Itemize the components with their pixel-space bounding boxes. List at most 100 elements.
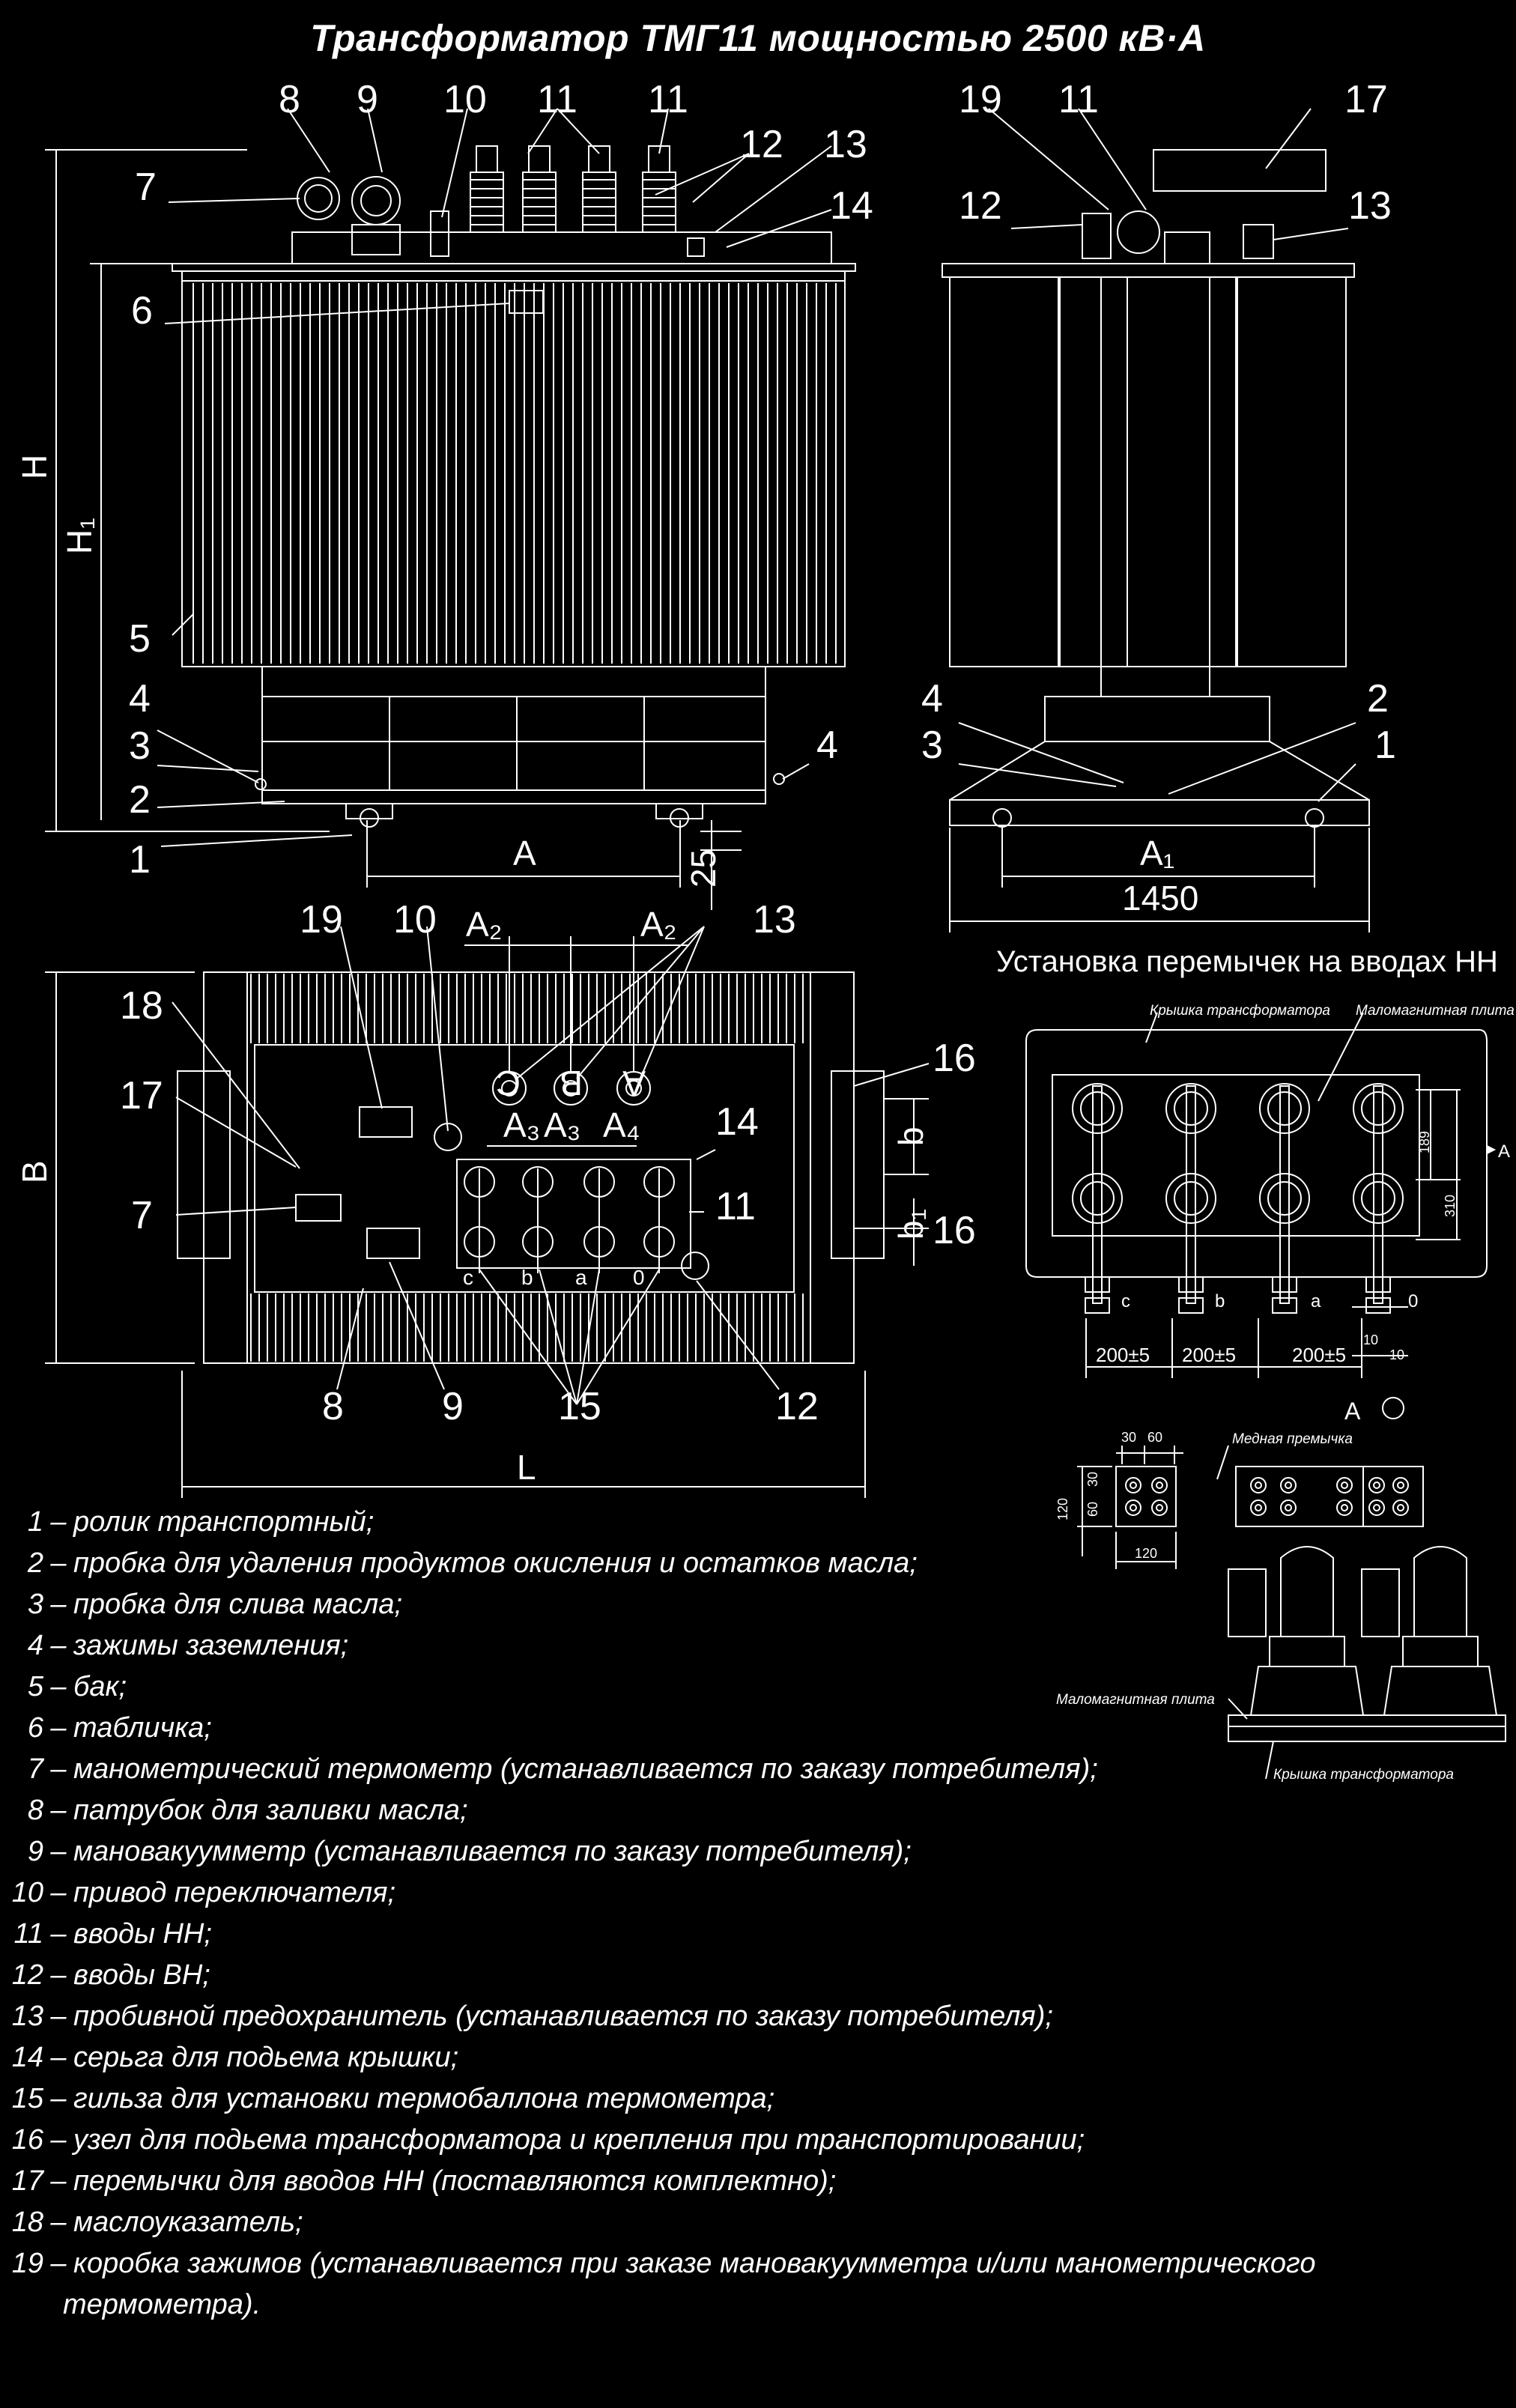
dim-1450: 1450 [1122, 879, 1198, 918]
legend-item-text: гильза для установки термобаллона термом… [73, 2083, 775, 2114]
side-wheel-right [1305, 808, 1324, 828]
dim-b: b [891, 1126, 930, 1146]
callout-12-side: 12 [959, 184, 1002, 228]
legend-item-dash: – [50, 2001, 67, 2032]
jumper-bar [1279, 1085, 1290, 1304]
legend-item: 16–узел для подьема трансформатора и кре… [0, 2120, 1423, 2161]
jumper-view [1025, 1012, 1497, 1378]
callout-19-side: 19 [959, 78, 1002, 121]
legend-item-text: табличка; [73, 1712, 212, 1744]
jumper-nut [1085, 1276, 1110, 1293]
callout-1-front: 1 [129, 838, 151, 882]
callout-4-front: 4 [129, 677, 151, 721]
legend-item-text: пробивной предохранитель (устанавливаетс… [73, 2001, 1053, 2032]
phase-b-plan: b [521, 1266, 533, 1289]
jumper-bushing-inner [1361, 1091, 1395, 1126]
phase-C: C [496, 1064, 521, 1103]
legend-item-dash: – [50, 1836, 67, 1867]
legend-continuation: термометра). [63, 2289, 261, 2320]
legend-item-text: коробка зажимов (устанавливается при зак… [73, 2248, 1316, 2279]
legend-item-dash: – [50, 2248, 67, 2279]
phase-0-plan: 0 [633, 1266, 645, 1289]
legend-item-dash: – [50, 2042, 67, 2073]
phase-A: A [622, 1064, 646, 1103]
bolt-hole [1255, 1504, 1262, 1511]
page-title: Трансформатор ТМГ11 мощностью 2500 кВ·А [310, 17, 1206, 59]
legend-item-dash: – [50, 2083, 67, 2114]
legend-item-number: 2 [27, 1547, 43, 1579]
dim-189: 189 [1417, 1131, 1432, 1153]
bushing-terminal [476, 145, 498, 173]
dim-310: 310 [1443, 1195, 1458, 1217]
callout-12-plan: 13 [753, 898, 796, 941]
jumper-bar [1186, 1085, 1196, 1304]
legend-item-text: пробка для удаления продуктов окисления … [73, 1547, 918, 1579]
spacing-2: 200±5 [1182, 1344, 1236, 1366]
bushing-terminal [528, 145, 551, 173]
bolt [1392, 1477, 1409, 1493]
detail-dim-120-v: 120 [1055, 1498, 1070, 1520]
bolt-hole [1130, 1504, 1137, 1511]
dim-A3-right: A₃ [544, 1106, 580, 1144]
legend-item-dash: – [50, 2165, 67, 2197]
legend-item-text: манометрический термометр (устанавливает… [73, 1753, 1098, 1785]
phase-B: B [560, 1064, 583, 1103]
callout-1-side: 1 [1374, 724, 1396, 767]
legend-item-text: пробка для слива масла; [73, 1589, 403, 1620]
jumper-bushing-inner [1361, 1181, 1395, 1216]
legend-item: 18–маслоуказатель; [0, 2202, 1423, 2243]
bolt [1336, 1499, 1353, 1516]
legend-item-number: 18 [11, 2207, 43, 2238]
legend-item: 17–перемычки для вводов НН (поставляются… [0, 2161, 1423, 2202]
jumper-bushing [1165, 1083, 1216, 1134]
callout-4-front-right: 4 [816, 724, 838, 767]
callout-17-side: 17 [1344, 78, 1388, 121]
legend-item: 6–табличка; [0, 1708, 1423, 1749]
bolt-hole [1285, 1482, 1292, 1489]
detail-bolts [1125, 1477, 1409, 1516]
hv-bushing-B [554, 1071, 588, 1106]
callout-2-side: 2 [1367, 677, 1389, 721]
legend-item-number: 13 [11, 2001, 43, 2032]
callout-11-front-b: 11 [648, 78, 688, 121]
callout-9-plan: 9 [442, 1385, 464, 1428]
legend-item-dash: – [50, 1589, 67, 1620]
legend-item-number: 1 [27, 1506, 43, 1538]
callout-10-front: 10 [443, 78, 487, 121]
jumper-phase-0: 0 [1408, 1291, 1418, 1311]
callout-13-side: 13 [1348, 184, 1392, 228]
legend-item-number: 3 [27, 1589, 43, 1620]
detail-dim-60-v: 60 [1085, 1502, 1100, 1517]
legend-item-text: вводы ВН; [73, 1959, 210, 1991]
dim-10b: 10 [1389, 1347, 1404, 1362]
legend: 1–ролик транспортный;2–пробка для удален… [0, 1502, 1423, 2326]
callout-14-front: 14 [830, 184, 873, 228]
legend-item-number: 6 [27, 1712, 43, 1744]
detail-dim-30-v: 30 [1085, 1472, 1100, 1487]
callout-3-front: 3 [129, 724, 151, 768]
plan-cover [254, 1044, 795, 1293]
phase-c-plan: c [463, 1266, 473, 1289]
dim-B: B [15, 1160, 54, 1183]
bolt [1250, 1477, 1267, 1493]
detail-cover-label: Крышка трансформатора [1273, 1767, 1454, 1783]
bushing-body [522, 172, 557, 233]
legend-item-dash: – [50, 1753, 67, 1785]
bushing-terminal [588, 145, 610, 173]
callout-16-plan-top: 16 [933, 1037, 976, 1080]
dim-A: A [513, 834, 536, 873]
callout-19-plan: 19 [300, 898, 343, 941]
dim-H: H [15, 455, 54, 479]
callout-11-side: 11 [1058, 78, 1099, 121]
callout-9-front: 9 [357, 78, 378, 121]
side-tank-left [949, 276, 1059, 667]
bolt [1368, 1499, 1385, 1516]
jumper-bushing [1072, 1173, 1123, 1224]
jumper-bushing-inner [1080, 1181, 1115, 1216]
legend-item-dash: – [50, 2207, 67, 2238]
detail-view [1077, 1397, 1506, 1780]
manovacuummeter-dial [351, 176, 401, 225]
plan-view [45, 926, 930, 1498]
legend-item-number: 9 [27, 1836, 43, 1867]
detail-view-label: A [1344, 1398, 1361, 1425]
